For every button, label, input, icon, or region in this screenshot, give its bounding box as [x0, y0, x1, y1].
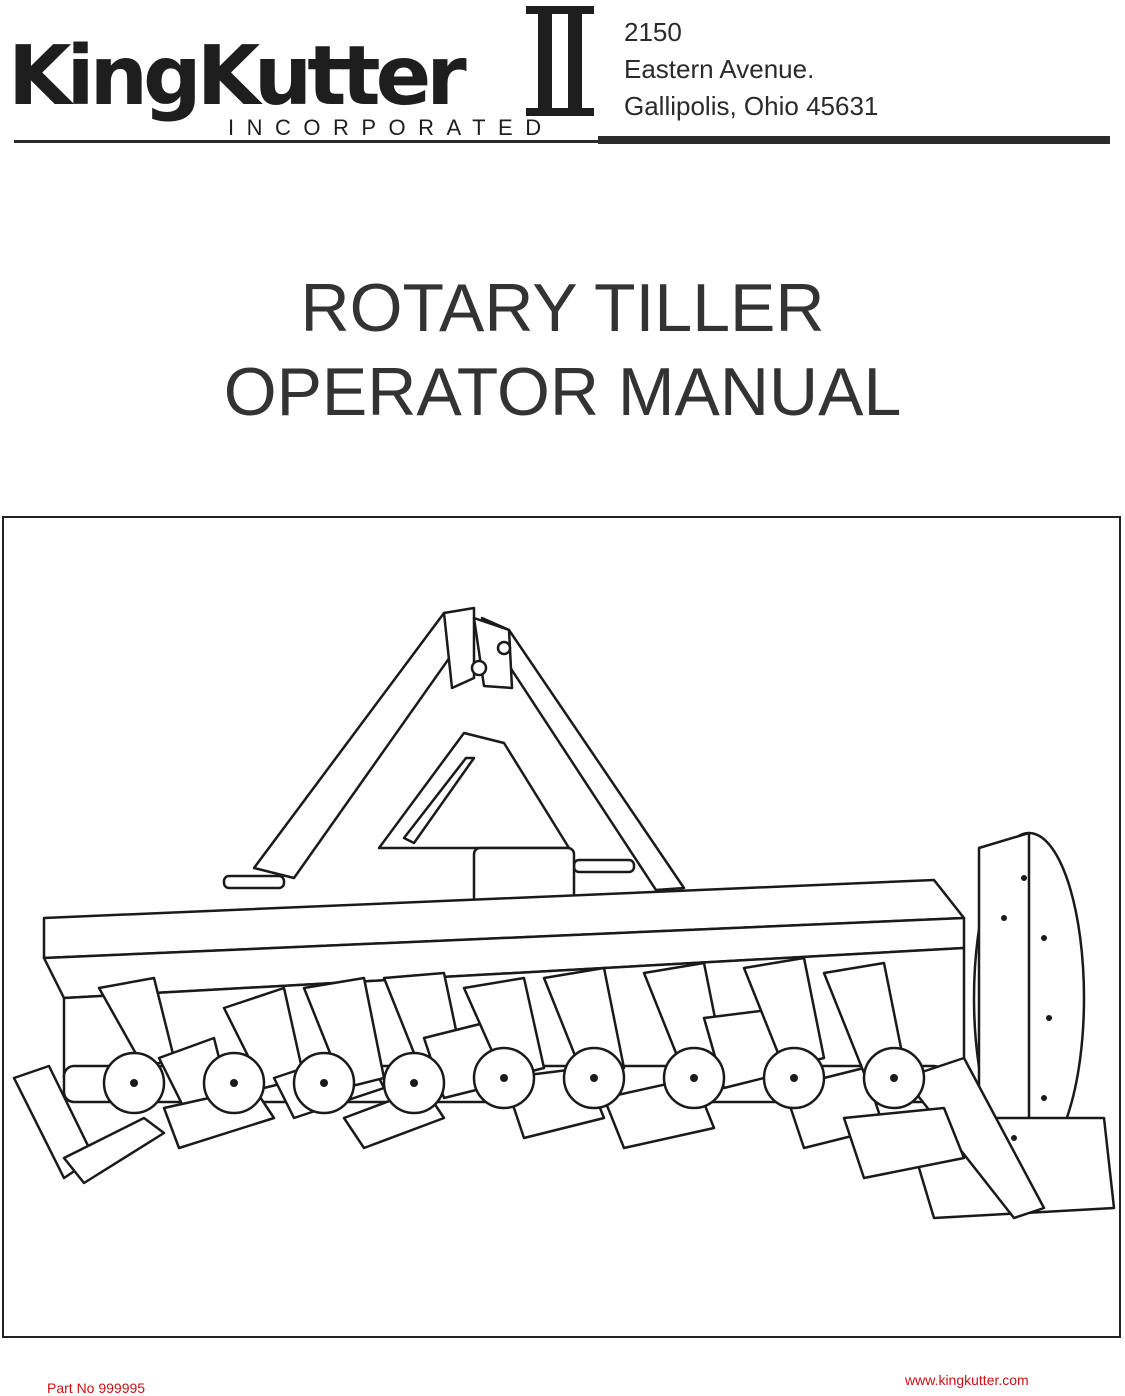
company-logo: KingKutter INCORPORATED [8, 4, 598, 140]
illustration-frame [2, 516, 1121, 1338]
header-rule-thick [598, 136, 1110, 144]
page-title: ROTARY TILLER OPERATOR MANUAL [0, 266, 1125, 434]
title-line-2: OPERATOR MANUAL [223, 354, 902, 430]
company-address: 2150 Eastern Avenue. Gallipolis, Ohio 45… [624, 14, 878, 125]
website-link[interactable]: www.kingkutter.com [905, 1372, 1029, 1388]
rotary-tiller-illustration [12, 606, 1116, 1220]
part-number: Part No 999995 [47, 1380, 146, 1396]
address-line-city: Gallipolis, Ohio 45631 [624, 91, 879, 121]
header-rule-thin [14, 140, 604, 143]
title-line-1: ROTARY TILLER [300, 270, 825, 346]
svg-text:INCORPORATED: INCORPORATED [228, 115, 554, 140]
svg-text:KingKutter: KingKutter [8, 29, 467, 124]
address-line-street: Eastern Avenue. [624, 54, 815, 84]
address-line-street-number: 2150 [624, 17, 682, 47]
